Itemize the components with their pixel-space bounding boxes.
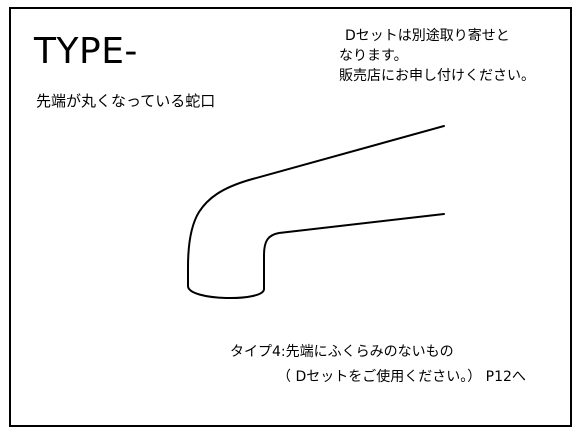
footer-reference-note: （ Dセットをご使用ください。） P12へ [277, 369, 526, 385]
order-notice-line1: Dセットは別途取り寄せと [345, 28, 510, 44]
footer-type4-note: タイプ4:先端にふくらみのないもの [230, 344, 454, 360]
type-caption: 先端が丸くなっている蛇口 [36, 92, 216, 110]
faucet-outer-edge [187, 125, 445, 287]
order-notice: Dセットは別途取り寄せと なります。 販売店にお申し付けください。 [339, 26, 569, 86]
faucet-tip [187, 285, 265, 300]
order-notice-line3: 販売店にお申し付けください。 [339, 68, 535, 85]
illustration-frame [9, 7, 572, 427]
faucet-illustration [187, 125, 445, 300]
faucet-inner-edge [263, 213, 445, 290]
order-notice-line2: なります。 [339, 48, 408, 65]
type-title: TYPE- [34, 31, 138, 72]
